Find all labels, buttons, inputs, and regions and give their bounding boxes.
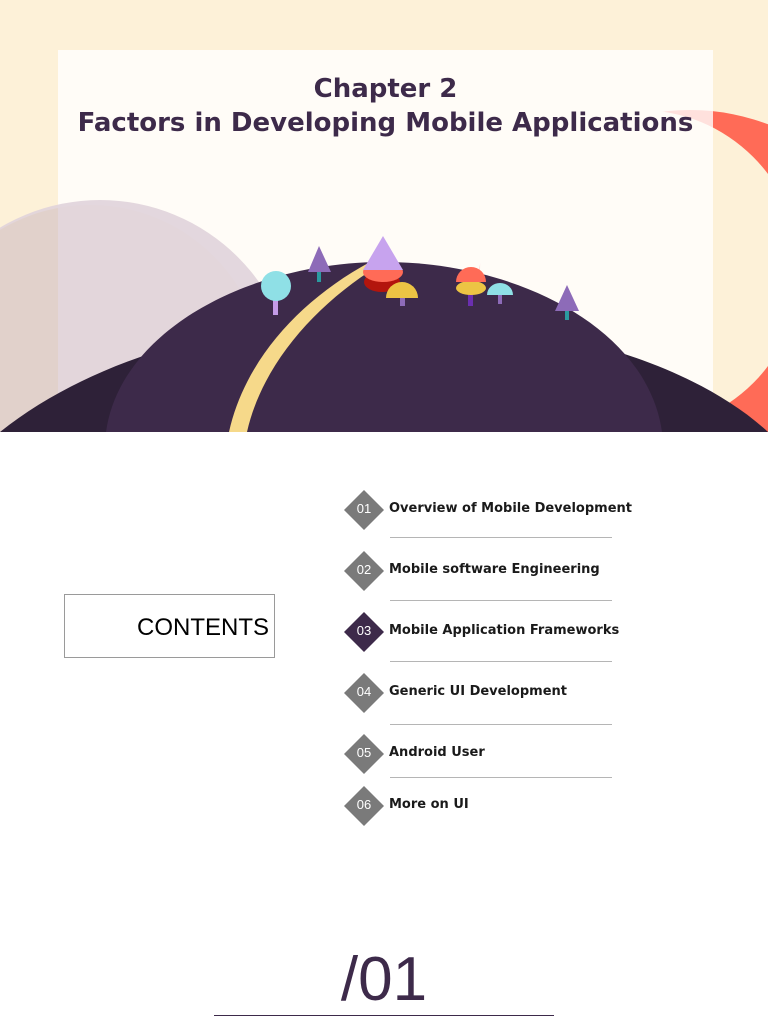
diamond-icon [344, 551, 384, 591]
toc-item-05[interactable]: 05 Android User [344, 734, 634, 774]
toc-number: 03 [356, 623, 372, 638]
title-line-2: Factors in Developing Mobile Application… [77, 108, 694, 138]
divider [390, 724, 612, 725]
toc-label: Android User [389, 745, 485, 760]
toc-label: Generic UI Development [389, 684, 568, 699]
divider [390, 600, 612, 601]
page-title: Chapter 2 Factors in Developing Mobile A… [58, 72, 713, 140]
tree-icon [308, 246, 331, 282]
title-line-1: Chapter 2 [313, 74, 458, 104]
contents-box: CONTENTS [64, 594, 275, 658]
toc-item-04[interactable]: 04 Generic UI Development [344, 673, 634, 713]
toc-number: 01 [356, 501, 372, 516]
hero-illustration [0, 0, 768, 432]
divider [390, 537, 612, 538]
toc-number: 02 [356, 562, 372, 577]
toc-item-06[interactable]: 06 More on UI [344, 786, 634, 826]
diamond-icon [344, 786, 384, 826]
toc-item-03[interactable]: 03 Mobile Application Frameworks [344, 612, 634, 652]
toc-number: 06 [356, 797, 372, 812]
toc-label: More on UI [389, 797, 469, 812]
hero-banner: Chapter 2 Factors in Developing Mobile A… [0, 0, 768, 432]
toc-label: Mobile Application Frameworks [389, 623, 620, 638]
toc-item-02[interactable]: 02 Mobile software Engineering [344, 551, 634, 591]
diamond-icon [344, 490, 384, 530]
toc-number: 04 [356, 684, 372, 699]
diamond-icon [344, 612, 384, 652]
divider [390, 777, 612, 778]
road [229, 262, 378, 432]
tree-icon [487, 283, 513, 304]
toc-label: Mobile software Engineering [389, 562, 600, 577]
contents-label: CONTENTS [137, 614, 269, 641]
section-underline [214, 1015, 554, 1016]
tree-icon [555, 285, 579, 320]
diamond-icon [344, 673, 384, 713]
tree-icon [261, 271, 291, 315]
diamond-icon [344, 734, 384, 774]
divider [390, 661, 612, 662]
toc-number: 05 [356, 745, 372, 760]
tree-icon [456, 267, 486, 306]
toc-label: Overview of Mobile Development [389, 501, 633, 516]
tree-icon [386, 282, 418, 306]
section-number: /01 [340, 945, 428, 1014]
toc-item-01[interactable]: 01 Overview of Mobile Development [344, 490, 634, 530]
